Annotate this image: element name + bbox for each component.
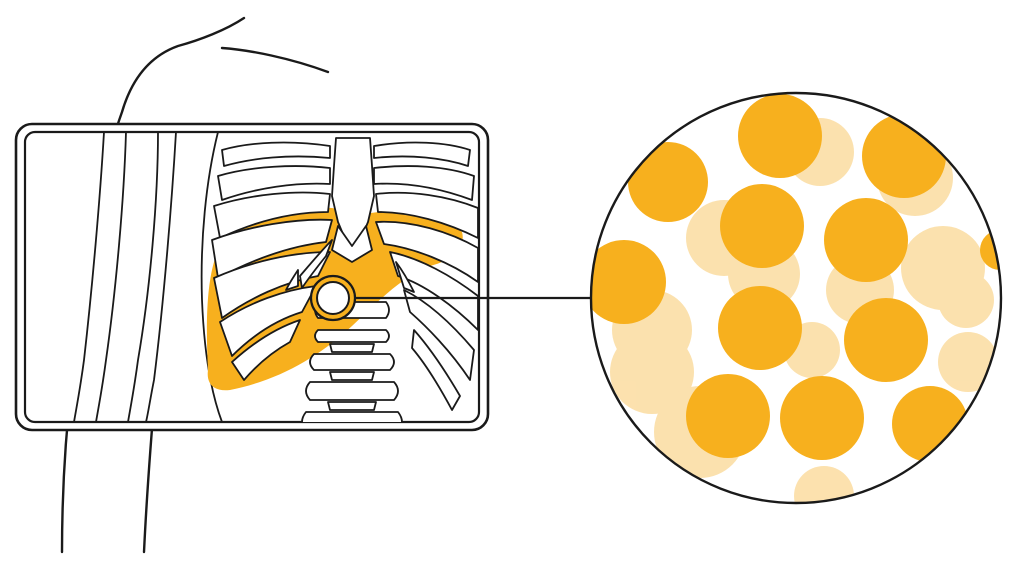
fat-droplets	[591, 94, 1001, 462]
magnified-liver-tissue	[589, 91, 1003, 505]
arm-outline	[73, 132, 223, 422]
rib-cage	[211, 137, 479, 411]
magnifier-loupe	[309, 274, 357, 322]
